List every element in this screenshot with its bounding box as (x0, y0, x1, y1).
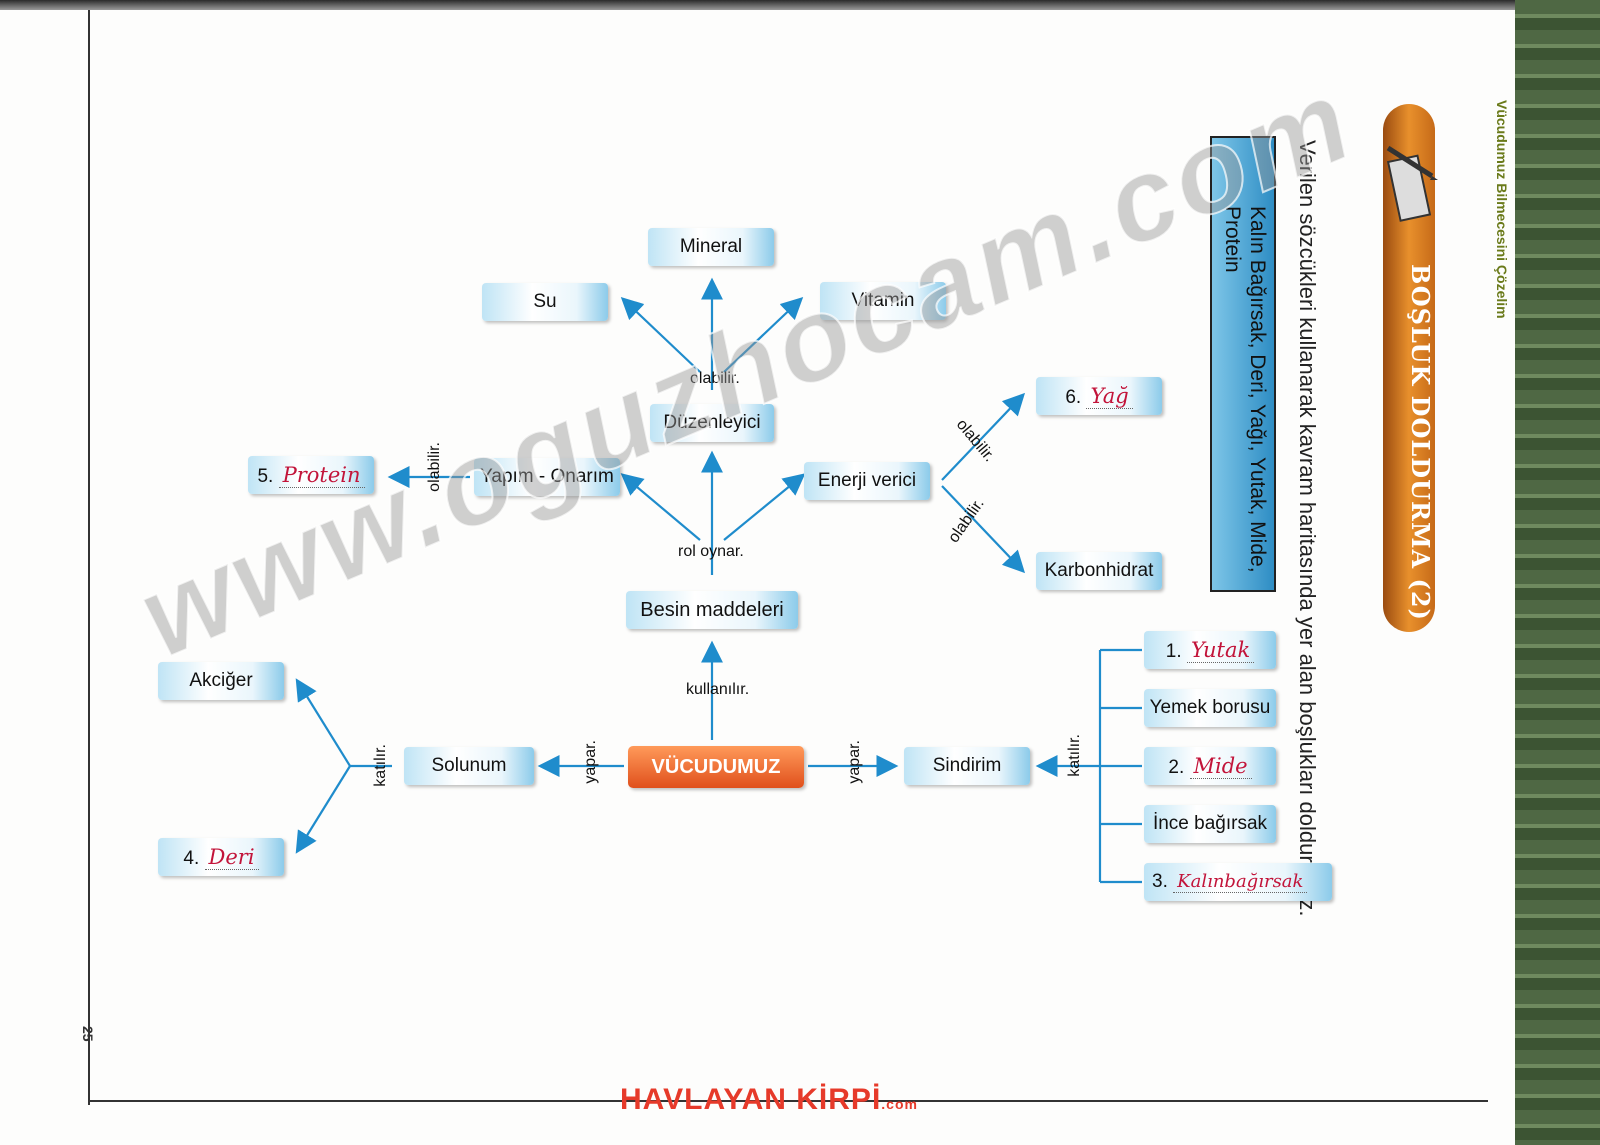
node-vitamin: Vitamin (820, 282, 946, 320)
label-katilir-sindirim: katılır. (1066, 734, 1083, 777)
arrow-to-vitamin (723, 296, 804, 373)
word-bank-box: Kalın Bağırsak, Deri, Yağı, Yutak, Mide,… (1210, 136, 1276, 592)
handwritten-answer: Deri (204, 845, 259, 870)
node-akciger: Akciğer (158, 662, 284, 700)
label-katilir-solunum: katılır. (372, 744, 389, 787)
arrow-to-deri (295, 765, 351, 854)
blank-number: 4. (183, 848, 200, 869)
handwritten-answer: Mide (1189, 754, 1252, 779)
blank-number: 3. (1152, 871, 1168, 892)
arrow-to-su (620, 296, 701, 373)
node-karbonhidrat: Karbonhidrat (1036, 552, 1162, 590)
node-su: Su (482, 283, 608, 321)
blank-node-1: 1. Yutak (1144, 631, 1276, 669)
arrow-to-yag (941, 392, 1026, 481)
handwritten-answer: Kalınbağırsak (1173, 871, 1308, 893)
node-solunum: Solunum (404, 747, 534, 785)
node-besin-maddeleri: Besin maddeleri (626, 591, 798, 629)
blank-node-3: 3. Kalınbağırsak (1144, 863, 1332, 901)
node-sindirim: Sindirim (904, 747, 1030, 785)
node-ince-bagirsak: İnce bağırsak (1144, 805, 1276, 843)
arrow-to-enerji (723, 473, 806, 541)
blank-number: 5. (257, 466, 274, 487)
blank-node-6: 6. Yağ (1036, 377, 1162, 415)
section-title: BOŞLUK DOLDURMA (2) (1406, 264, 1435, 621)
word-bank-text: Kalın Bağırsak, Deri, Yağı, Yutak, Mide,… (1221, 206, 1269, 573)
footer-logo-text: HAVLAYAN KİRPİ (620, 1083, 882, 1116)
chapter-title: Vücudumuz Bilmecesini Çözelim (1494, 100, 1510, 319)
blank-number: 1. (1165, 641, 1182, 662)
label-rol-oynar: rol oynar. (678, 543, 744, 560)
label-yapar-solunum: yapar. (582, 740, 599, 784)
node-vucudumuz: VÜCUDUMUZ (628, 746, 804, 788)
pencil-icon (1386, 145, 1438, 222)
scan-edge (0, 0, 1520, 10)
arrow-to-akciger (295, 678, 351, 767)
blank-node-5: 5. Protein (248, 456, 374, 494)
footer-logo: HAVLAYAN KİRPİ.com (620, 1080, 918, 1120)
node-mineral: Mineral (648, 228, 774, 266)
left-margin-rule (88, 10, 90, 1105)
blank-number: 2. (1168, 757, 1185, 778)
label-yapar-sindirim: yapar. (846, 740, 863, 784)
node-enerji-verici: Enerji verici (804, 462, 930, 500)
section-banner: BOŞLUK DOLDURMA (2) (1383, 104, 1435, 632)
blank-number: 6. (1065, 387, 1082, 408)
handwritten-answer: Protein (278, 463, 365, 488)
blank-node-4: 4. Deri (158, 838, 284, 876)
footer-logo-suffix: .com (881, 1096, 918, 1112)
blank-node-2: 2. Mide (1144, 747, 1276, 785)
bottom-margin-rule (88, 1100, 1488, 1102)
node-duzenleyici: Düzenleyici (650, 404, 774, 442)
node-yapim-onarim: Yapım - Onarım (474, 458, 620, 496)
instructions-text: Verilen sözcükleri kullanarak kavram har… (1295, 140, 1320, 917)
decorative-sidebar (1515, 0, 1600, 1145)
node-yemek-borusu: Yemek borusu (1144, 689, 1276, 727)
arrow-to-yapim (620, 473, 701, 541)
arrow-to-karbonhidrat (941, 485, 1026, 574)
label-kullanilir: kullanılır. (686, 681, 750, 698)
label-olabilir-duzenleyici: olabilir. (690, 370, 740, 387)
handwritten-answer: Yutak (1186, 638, 1255, 663)
handwritten-answer: Yağ (1086, 384, 1133, 409)
